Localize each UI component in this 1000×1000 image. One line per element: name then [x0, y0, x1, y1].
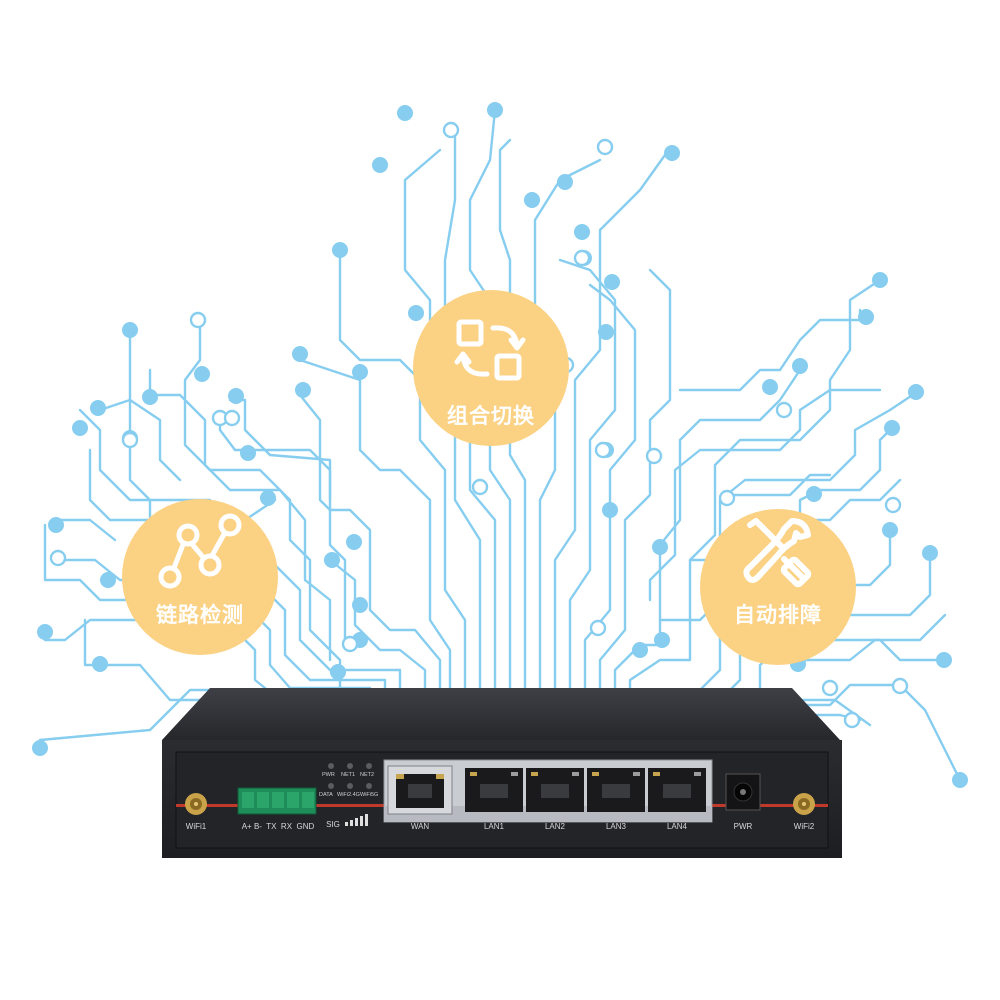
wrench-screwdriver-icon — [743, 518, 812, 588]
antenna-connector-left — [185, 793, 207, 815]
signal-bars-icon — [345, 814, 368, 826]
lan1-label: LAN1 — [483, 822, 504, 831]
led-label-wifi24: WiFi2.4G — [337, 792, 360, 798]
led-label-pwr: PWR — [322, 772, 335, 778]
wan-port — [387, 765, 453, 815]
led-label-data: DATA — [319, 792, 333, 798]
link-graph-icon — [158, 513, 242, 589]
lan3-label: LAN3 — [605, 822, 626, 831]
led-label-net1: NET1 — [341, 772, 356, 778]
lan2-label: LAN2 — [544, 822, 565, 831]
router-body — [162, 688, 842, 858]
led-label-net2: NET2 — [360, 772, 375, 778]
antenna-label-left: WiFi1 — [185, 822, 207, 831]
serial-terminal-block — [237, 787, 317, 815]
antenna-connector-right — [793, 793, 815, 815]
feature-badge-combo-switch: 组合切换 — [413, 290, 569, 446]
feature-badge-link-detection: 链路检测 — [122, 499, 278, 655]
power-jack — [725, 773, 761, 811]
lan-ports — [465, 768, 706, 812]
serial-pins-label: A+ B- TX RX GND — [241, 822, 315, 831]
wan-label: WAN — [410, 822, 430, 831]
antenna-label-right: WiFi2 — [793, 822, 815, 831]
feature-badge-auto-troubleshoot: 自动排障 — [700, 509, 856, 665]
signal-label: SIG — [326, 820, 340, 829]
status-leds — [328, 763, 372, 789]
switch-squares-icon — [454, 319, 526, 381]
power-label: PWR — [733, 822, 753, 831]
circuit-rings — [49, 121, 909, 729]
lan4-label: LAN4 — [666, 822, 687, 831]
led-label-wifi5: WiFi5G — [360, 792, 379, 798]
feature-label-combo-switch: 组合切换 — [447, 404, 535, 428]
router-device: WiFi1 A+ B- TX RX GND PWR NET1 NET2 DATA… — [162, 688, 842, 858]
feature-label-link-detection: 链路检测 — [156, 603, 244, 627]
feature-label-auto-troubleshoot: 自动排障 — [734, 603, 822, 627]
